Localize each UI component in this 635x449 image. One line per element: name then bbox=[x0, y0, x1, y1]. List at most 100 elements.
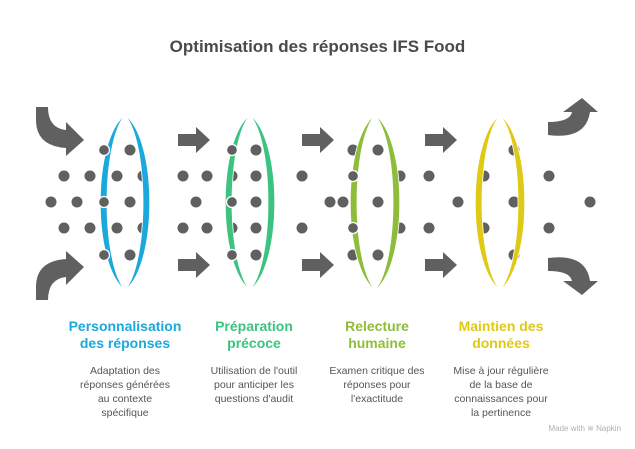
step-title-line: données bbox=[472, 335, 530, 351]
particle-dot bbox=[584, 196, 596, 208]
rings-layer bbox=[97, 114, 526, 291]
ring-right-arc bbox=[499, 114, 526, 291]
ring-left-arc bbox=[349, 114, 376, 291]
arrow-right-icon bbox=[178, 252, 210, 278]
desc-line: Adaptation des bbox=[89, 365, 161, 377]
particle-dot bbox=[225, 248, 239, 262]
arrow-right-icon bbox=[302, 127, 334, 153]
particle-dot bbox=[508, 196, 520, 208]
particle-dot bbox=[97, 248, 111, 262]
particle-dot bbox=[372, 249, 384, 261]
arrow-right-icon bbox=[425, 252, 457, 278]
particle-dot bbox=[337, 196, 349, 208]
particle-dot bbox=[84, 222, 96, 234]
step-title-line: Relecture bbox=[345, 318, 409, 334]
ring-personnalisation bbox=[99, 114, 151, 291]
arrow-right-icon bbox=[178, 127, 210, 153]
particle-dot bbox=[111, 170, 123, 182]
particle-dot bbox=[423, 170, 435, 182]
made-with-label: Made with bbox=[548, 424, 585, 433]
step-title: Personnalisation des réponses bbox=[55, 318, 195, 352]
desc-line: pour anticiper les bbox=[214, 379, 294, 391]
desc-line: de la base de bbox=[469, 379, 533, 391]
curved-arrow-in-icon bbox=[36, 251, 84, 300]
step-relecture: Relecture humaine Examen critique des ré… bbox=[307, 318, 447, 406]
step-description: Mise à jour régulière de la base de conn… bbox=[431, 364, 571, 420]
step-maintien: Maintien des données Mise à jour réguliè… bbox=[431, 318, 571, 420]
particle-dot bbox=[372, 144, 384, 156]
particle-dot bbox=[543, 222, 555, 234]
desc-line: spécifique bbox=[101, 407, 149, 419]
particle-dot bbox=[124, 196, 136, 208]
particle-dot bbox=[250, 222, 262, 234]
particle-dot bbox=[71, 196, 83, 208]
desc-line: réponses générées bbox=[80, 379, 170, 391]
step-description: Examen critique des réponses pour l'exac… bbox=[307, 364, 447, 406]
napkin-logo-icon: ≋ bbox=[587, 424, 594, 433]
curved-arrow-out-icon bbox=[548, 98, 598, 136]
step-title-line: Maintien des bbox=[458, 318, 544, 334]
step-title-line: précoce bbox=[227, 335, 281, 351]
desc-line: Mise à jour régulière bbox=[453, 365, 549, 377]
particle-dot bbox=[225, 195, 239, 209]
diagram-title: Optimisation des réponses IFS Food bbox=[169, 37, 466, 56]
particle-dot bbox=[201, 222, 213, 234]
ring-maintien bbox=[474, 114, 526, 291]
ring-preparation bbox=[224, 114, 276, 291]
particle-dot bbox=[177, 222, 189, 234]
ring-left-arc bbox=[474, 114, 501, 291]
particle-dot bbox=[250, 170, 262, 182]
step-title-line: des réponses bbox=[79, 335, 171, 351]
napkin-brand: Napkin bbox=[596, 424, 621, 433]
desc-line: Examen critique des bbox=[329, 365, 425, 377]
napkin-watermark: Made with ≋ Napkin bbox=[548, 424, 621, 433]
particle-dot bbox=[124, 144, 136, 156]
particle-dot bbox=[201, 170, 213, 182]
ring-right-arc bbox=[249, 114, 276, 291]
particle-dot bbox=[111, 222, 123, 234]
arrow-right-icon bbox=[302, 252, 334, 278]
particle-dot bbox=[324, 196, 336, 208]
particle-dot bbox=[296, 222, 308, 234]
desc-line: au contexte bbox=[97, 393, 153, 405]
curved-arrow-out-icon bbox=[548, 257, 598, 295]
step-preparation: Préparation précoce Utilisation de l'out… bbox=[184, 318, 324, 406]
particle-dot bbox=[124, 249, 136, 261]
particle-dot bbox=[543, 170, 555, 182]
particle-dot bbox=[84, 170, 96, 182]
step-description: Adaptation des réponses générées au cont… bbox=[55, 364, 195, 420]
particle-dot bbox=[177, 170, 189, 182]
particle-dot bbox=[225, 143, 239, 157]
arrow-right-icon bbox=[425, 127, 457, 153]
step-title-line: Personnalisation bbox=[68, 318, 182, 334]
particle-dot bbox=[423, 222, 435, 234]
particle-dot bbox=[346, 169, 360, 183]
particle-dot bbox=[45, 196, 57, 208]
desc-line: réponses pour bbox=[343, 379, 411, 391]
ring-right-arc bbox=[124, 114, 151, 291]
particle-dot bbox=[190, 196, 202, 208]
dots-layer bbox=[45, 143, 596, 262]
desc-line: Utilisation de l'outil bbox=[210, 365, 298, 377]
particle-dot bbox=[97, 143, 111, 157]
arrows-layer bbox=[36, 98, 598, 300]
step-personnalisation: Personnalisation des réponses Adaptation… bbox=[55, 318, 195, 420]
curved-arrow-in-icon bbox=[36, 107, 84, 156]
step-title: Préparation précoce bbox=[184, 318, 324, 352]
particle-dot bbox=[250, 144, 262, 156]
step-description: Utilisation de l'outil pour anticiper le… bbox=[184, 364, 324, 406]
particle-dot bbox=[372, 196, 384, 208]
particle-dot bbox=[58, 222, 70, 234]
particle-dot bbox=[452, 196, 464, 208]
ring-relecture bbox=[349, 114, 401, 291]
step-title-line: humaine bbox=[348, 335, 406, 351]
desc-line: questions d'audit bbox=[214, 393, 294, 405]
particle-dot bbox=[58, 170, 70, 182]
particle-dot bbox=[250, 196, 262, 208]
step-title-line: Préparation bbox=[215, 318, 293, 334]
desc-line: l'exactitude bbox=[350, 393, 404, 405]
ring-right-arc bbox=[374, 114, 401, 291]
desc-line: connaissances pour bbox=[454, 393, 548, 405]
step-title: Maintien des données bbox=[431, 318, 571, 352]
